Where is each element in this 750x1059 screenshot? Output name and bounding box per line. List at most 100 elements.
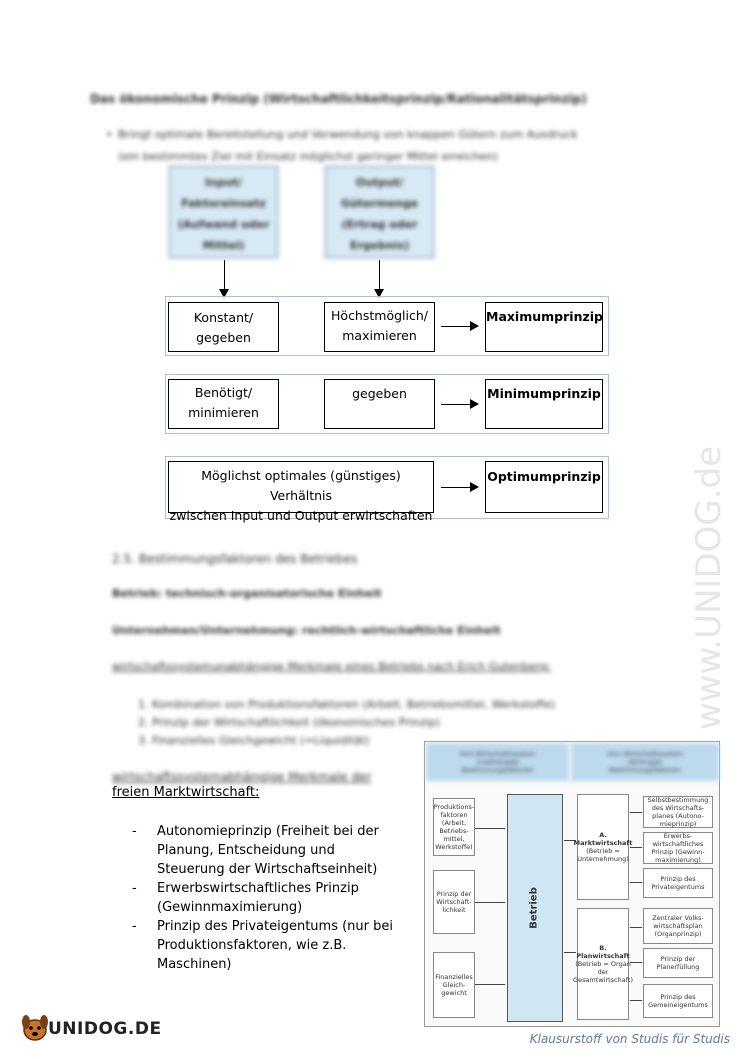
bullet-dot: • bbox=[106, 128, 113, 141]
list-item: 1. Kombination von Produktionsfaktoren (… bbox=[138, 698, 555, 711]
header-line: Bestimmungsfaktoren bbox=[609, 766, 681, 774]
row1-left-box: Konstant/ gegeben bbox=[168, 302, 279, 352]
row2-left-box: Benötigt/ minimieren bbox=[168, 379, 279, 429]
input-box-line: Faktoreinsatz bbox=[181, 197, 266, 210]
diagram-right-box: Prinzip des Privateigentums bbox=[643, 868, 713, 898]
row-frame-optimum bbox=[165, 456, 609, 519]
systemunabhaengige-heading: wirtschaftssystemunabhängige Merkmale ei… bbox=[112, 660, 551, 673]
unternehmen-definition: Unternehmen/Unternehmung: rechtlich-wirt… bbox=[112, 624, 501, 637]
list-item: 3. Finanzielles Gleichgewicht (=Liquidit… bbox=[138, 734, 370, 747]
diagram-right-box: Zentraler Volks-wirtschaftsplan (Organpr… bbox=[643, 908, 713, 944]
betrieb-label: Betrieb bbox=[528, 887, 540, 929]
arrow-right-icon bbox=[441, 321, 479, 331]
row2-left-line: minimieren bbox=[188, 405, 259, 420]
diagram-header-left: Vom Wirtschaftssystem unabhängige Bestim… bbox=[426, 743, 569, 781]
input-box: Input/ Faktoreinsatz (Aufwand oder Mitte… bbox=[168, 165, 279, 259]
maximumprinzip-label: Maximumprinzip bbox=[486, 309, 603, 324]
row3-left-box: Möglichst optimales (günstiges) Verhältn… bbox=[168, 461, 434, 523]
diagram-right-box: Erwerbs-wirtschaftliches Prinzip (Gewinn… bbox=[643, 832, 713, 864]
diagram-left-box: Finanzielles Gleich-gewicht bbox=[433, 952, 475, 1018]
arrow-down-icon bbox=[219, 289, 229, 298]
marktwirtschaft-list: -Autonomieprinzip (Freiheit bei der Plan… bbox=[132, 822, 402, 974]
row1-middle-line: maximieren bbox=[342, 328, 417, 343]
row3-left-line: Möglichst optimales (günstiges) Verhältn… bbox=[201, 468, 401, 503]
list-item-text: Autonomieprinzip (Freiheit bei der Planu… bbox=[157, 824, 379, 877]
input-box-line: Mittel) bbox=[202, 239, 245, 252]
row2-middle-label: gegeben bbox=[352, 386, 407, 401]
diagram-connector bbox=[475, 828, 505, 829]
footer-tagline: Klausurstoff von Studis für Studis bbox=[529, 1032, 730, 1046]
logo-text: UNIDOG.DE bbox=[48, 1019, 162, 1039]
dog-logo-icon bbox=[22, 1015, 48, 1041]
watermark: www.UNIDOG.de bbox=[690, 446, 729, 730]
input-box-line: Input/ bbox=[205, 176, 242, 189]
list-item: 2. Prinzip der Wirtschaftlichkeit (ökono… bbox=[138, 716, 440, 729]
arrow-right-icon bbox=[441, 399, 479, 409]
row-frame-maximum bbox=[165, 296, 609, 356]
optimumprinzip-label: Optimumprinzip bbox=[487, 469, 601, 484]
header-line: unabhängige bbox=[476, 758, 519, 766]
marktwirtschaft-title: A. Marktwirtschaft bbox=[573, 831, 633, 847]
row1-left-line: Konstant/ bbox=[193, 310, 254, 325]
diagram-connector bbox=[630, 882, 642, 883]
bullet-text: • Bringt optimale Bereitstellung und Ver… bbox=[106, 124, 638, 168]
row-frame-minimum bbox=[165, 374, 609, 434]
marktwirtschaft-box: A. Marktwirtschaft (Betrieb = Unternehmu… bbox=[574, 794, 632, 900]
diagram-right-box: Prinzip der Planerfüllung bbox=[643, 948, 713, 978]
section-title: 2.5. Bestimmungsfaktoren des Betriebes bbox=[112, 552, 358, 566]
diagram-connector bbox=[630, 927, 642, 928]
row1-middle-line: Höchstmöglich/ bbox=[331, 308, 428, 323]
diagram-connector bbox=[630, 1000, 642, 1001]
arrow-down-icon bbox=[374, 289, 384, 298]
row2-middle-box: gegeben bbox=[324, 379, 435, 429]
diagram-left-box: Prinzip der Wirtschaft-lichkeit bbox=[433, 870, 475, 934]
minimumprinzip-box: Minimumprinzip bbox=[485, 379, 603, 429]
output-box: Output/ Gütermenge (Ertrag oder Ergebnis… bbox=[324, 165, 435, 259]
list-item: -Prinzip des Privateigentums (nur bei Pr… bbox=[132, 919, 393, 972]
diagram-connector bbox=[630, 962, 642, 963]
section-heading: Das ökonomische Prinzip (Wirtschaftlichk… bbox=[90, 92, 587, 106]
bestimmungsfaktoren-diagram: Vom Wirtschaftssystem unabhängige Bestim… bbox=[424, 741, 720, 1027]
output-box-line: Output/ bbox=[355, 176, 404, 189]
header-line: Vom Wirtschaftssystem bbox=[606, 750, 684, 758]
maximumprinzip-box: Maximumprinzip bbox=[485, 302, 603, 352]
list-item: -Autonomieprinzip (Freiheit bei der Plan… bbox=[132, 824, 379, 877]
minimumprinzip-label: Minimumprinzip bbox=[487, 386, 601, 401]
gutenberg-list: 1. Kombination von Produktionsfaktoren (… bbox=[138, 696, 555, 750]
row1-middle-box: Höchstmöglich/ maximieren bbox=[324, 302, 435, 352]
row1-left-line: gegeben bbox=[196, 330, 251, 345]
header-line: Vom Wirtschaftssystem bbox=[459, 750, 536, 758]
row3-left-line: zwischen Input und Output erwirtschaften bbox=[169, 508, 433, 523]
planwirtschaft-box: B. Planwirtschaft (Betrieb = Organ der G… bbox=[573, 908, 633, 1020]
input-box-line: (Aufwand oder bbox=[177, 218, 270, 231]
list-item: -Erwerbswirtschaftliches Prinzip (Gewinn… bbox=[132, 881, 359, 915]
output-box-line: (Ertrag oder bbox=[341, 218, 418, 231]
diagram-connector bbox=[630, 847, 642, 848]
header-line: abhängige bbox=[627, 758, 663, 766]
optimumprinzip-box: Optimumprinzip bbox=[485, 461, 603, 513]
list-item-text: Prinzip des Privateigentums (nur bei Pro… bbox=[157, 919, 393, 972]
diagram-connector bbox=[564, 840, 576, 841]
planwirtschaft-title: B. Planwirtschaft bbox=[576, 944, 630, 960]
diagram-connector bbox=[475, 984, 505, 985]
diagram-connector bbox=[564, 952, 576, 953]
diagram-connector bbox=[630, 812, 642, 813]
diagram-betrieb-box: Betrieb bbox=[507, 794, 563, 1022]
arrow-line bbox=[379, 260, 380, 290]
arrow-right-icon bbox=[441, 482, 479, 492]
arrow-line bbox=[224, 260, 225, 290]
diagram-left-box: Produktions-faktoren (Arbeit, Betriebs-m… bbox=[433, 798, 475, 856]
freien-marktwirtschaft-heading: freien Marktwirtschaft: bbox=[112, 785, 260, 800]
betrieb-definition: Betrieb: technisch-organisatorische Einh… bbox=[112, 587, 382, 600]
marktwirtschaft-sub: (Betrieb = Unternehmung) bbox=[577, 847, 629, 863]
header-line: Bestimmungsfaktoren bbox=[461, 766, 534, 774]
list-item-text: Erwerbswirtschaftliches Prinzip (Gewinnm… bbox=[157, 881, 359, 915]
bullet-line-2: (ein bestimmtes Ziel mit Einsatz möglich… bbox=[118, 150, 498, 163]
output-box-line: Ergebnis) bbox=[349, 239, 410, 252]
output-box-line: Gütermenge bbox=[340, 197, 419, 210]
watermark-text: www.UNIDOG.de bbox=[690, 446, 729, 730]
bullet-line-1: Bringt optimale Bereitstellung und Verwe… bbox=[118, 128, 578, 141]
row2-left-line: Benötigt/ bbox=[194, 385, 253, 400]
systemabhaengige-heading: wirtschaftssystemabhängige Merkmale der bbox=[112, 770, 372, 784]
diagram-right-box: Prinzip des Gemeineigentums bbox=[643, 984, 713, 1018]
